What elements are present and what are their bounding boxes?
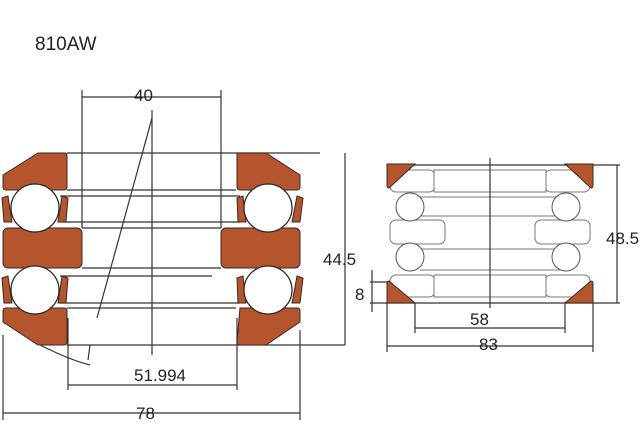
chamfer-bottom-left xyxy=(386,280,417,304)
section-view: 40 44.5 51.994 78 xyxy=(1,86,356,423)
chamfer-bottom-right xyxy=(563,280,594,304)
ball xyxy=(10,183,60,233)
ball xyxy=(243,183,293,233)
ball xyxy=(243,265,293,315)
simplified-view: 48.5 8 58 83 xyxy=(355,158,639,354)
housing-washer-bottom-left xyxy=(2,307,68,346)
part-number: 810AW xyxy=(35,34,97,55)
dim-pitch-diameter: 51.994 xyxy=(134,366,186,385)
chamfer-top-left xyxy=(386,163,417,189)
dim-bore: 40 xyxy=(134,86,153,105)
dim-outer-diameter: 78 xyxy=(136,404,155,423)
housing-washer-top-right xyxy=(236,152,301,191)
dim-height: 44.5 xyxy=(323,250,356,269)
dim-outer: 83 xyxy=(479,335,498,354)
dim-chamfer-height: 8 xyxy=(355,285,364,304)
ball xyxy=(10,265,60,315)
chamfer-top-right xyxy=(563,163,594,189)
shaft-washer-right xyxy=(220,227,301,269)
dim-inner: 58 xyxy=(470,310,489,329)
dim-height: 48.5 xyxy=(606,229,639,248)
housing-washer-top-left xyxy=(2,152,68,191)
shaft-washer-left xyxy=(2,227,83,269)
